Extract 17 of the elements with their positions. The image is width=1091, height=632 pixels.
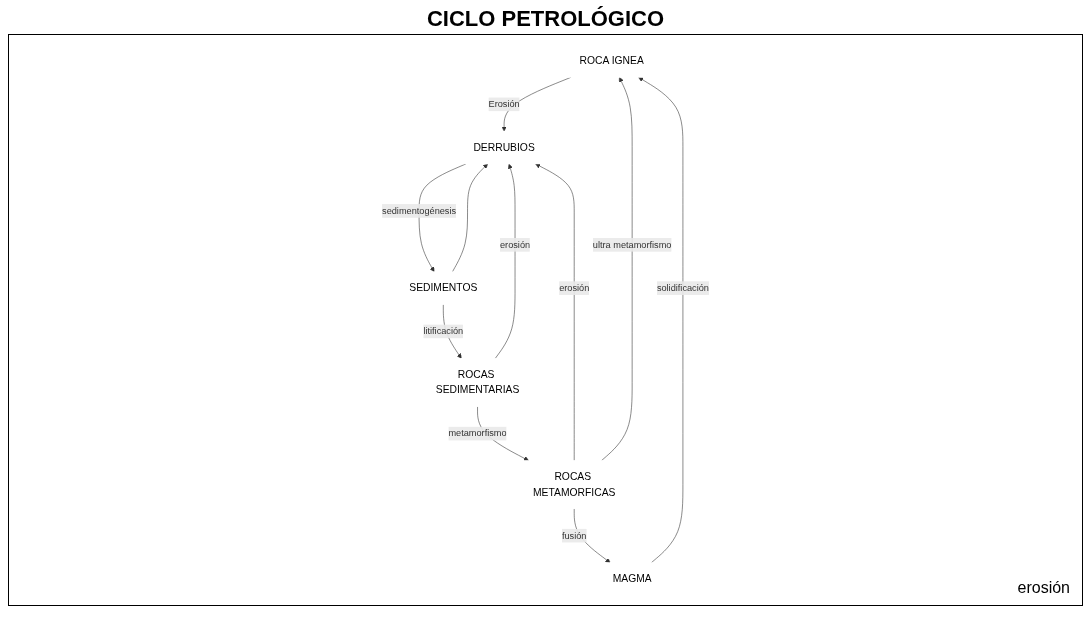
node-text: ROCAS METAMORFICAS — [532, 470, 616, 498]
edge-label: sedimentogénesis — [382, 205, 457, 216]
edge-label: erosión — [559, 282, 590, 293]
node-text: ROCAS SEDIMENTARIAS — [435, 368, 520, 396]
edge-label: fusión — [561, 530, 587, 541]
edge-label: litificación — [423, 326, 464, 337]
edge-label: Erosión — [488, 99, 520, 109]
edge-label: erosión — [499, 239, 531, 250]
edge-label: solidificación — [656, 282, 709, 293]
node-text: DERRUBIOS — [473, 141, 535, 154]
diagram-title: CICLO PETROLÓGICO — [425, 6, 666, 32]
edge-label: metamorfismo — [448, 428, 507, 439]
note-text: erosión — [1017, 579, 1070, 597]
node-text: SEDIMENTOS — [409, 282, 478, 294]
node-text: ROCA IGNEA — [579, 54, 644, 67]
edge-label: ultra metamorfismo — [592, 239, 672, 250]
node-text: MAGMA — [612, 573, 652, 585]
